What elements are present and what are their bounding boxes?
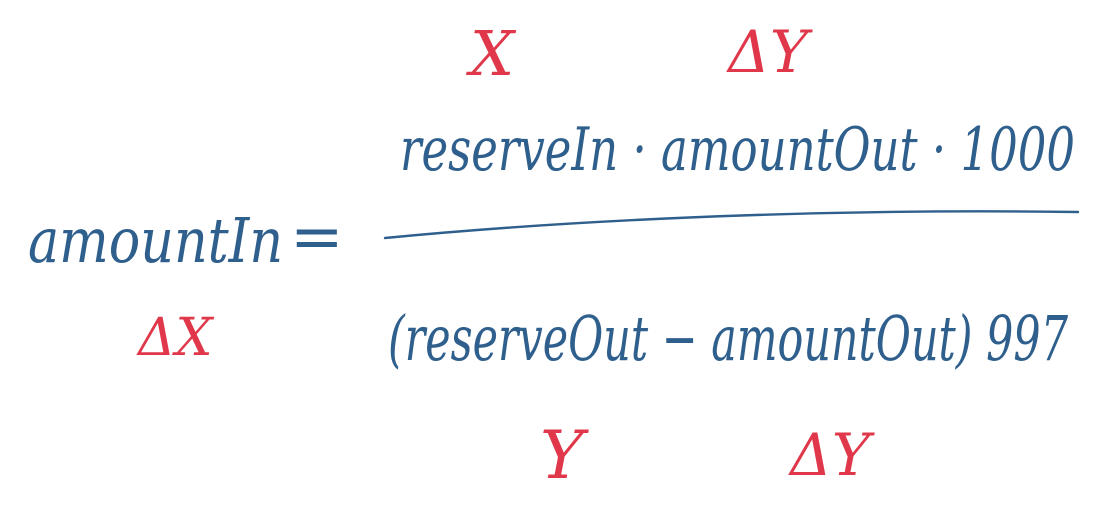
numerator-text: reserveIn · amountOut · 1000 <box>400 115 1075 185</box>
annotation-x-reserve-in: X <box>466 17 517 90</box>
annotation-y-reserve-out: Y <box>540 417 589 494</box>
lhs-text: amountIn <box>28 204 283 277</box>
annotation-delta-y-bottom: ΔY <box>788 421 875 489</box>
denominator-text: (reserveOut − amountOut) 997 <box>388 302 1068 375</box>
fraction-bar <box>383 210 1080 240</box>
annotation-delta-y-top: ΔY <box>726 18 813 86</box>
equals-sign: = <box>290 200 344 274</box>
annotation-delta-x: ΔX <box>136 308 215 368</box>
